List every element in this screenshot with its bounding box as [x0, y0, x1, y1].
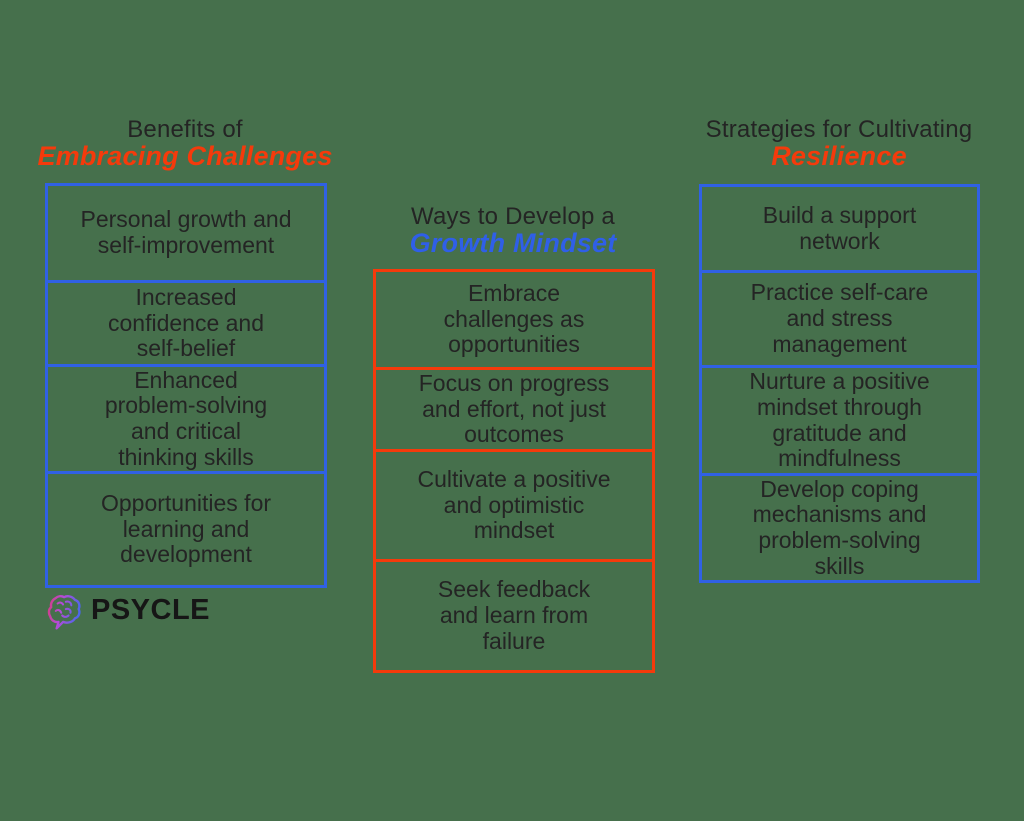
brain-speech-bubble-icon: [42, 588, 86, 632]
benefit-item: Enhanced problem-solving and critical th…: [48, 364, 324, 471]
middle-column-title: Ways to Develop a Growth Mindset: [353, 204, 673, 258]
growth-mindset-item: Focus on progress and effort, not just o…: [376, 367, 652, 449]
middle-title-line1: Ways to Develop a: [411, 203, 615, 230]
benefits-box: Personal growth and self-improvement Inc…: [45, 183, 327, 588]
growth-mindset-item: Seek feedback and learn from failure: [376, 559, 652, 670]
resilience-item: Practice self-care and stress management: [702, 270, 977, 365]
growth-mindset-box: Embrace challenges as opportunities Focu…: [373, 269, 655, 673]
benefit-item: Opportunities for learning and developme…: [48, 471, 324, 585]
resilience-box: Build a support network Practice self-ca…: [699, 184, 980, 583]
right-title-line1: Strategies for Cultivating: [705, 116, 973, 143]
left-title-line1: Benefits of: [127, 116, 243, 143]
benefit-item: Personal growth and self-improvement: [80, 206, 292, 258]
resilience-item: Build a support network: [762, 201, 917, 254]
benefit-item: Increased confidence and self-belief: [48, 280, 324, 364]
right-column-title: Strategies for Cultivating Resilience: [678, 117, 1000, 171]
growth-mindset-item: Embrace challenges as opportunities: [443, 279, 585, 358]
left-title-line2: Embracing Challenges: [37, 141, 333, 172]
resilience-item: Develop coping mechanisms and problem-so…: [702, 473, 977, 580]
middle-title-line2: Growth Mindset: [409, 228, 617, 259]
growth-mindset-item: Cultivate a positive and optimistic mind…: [376, 449, 652, 559]
right-title-line2: Resilience: [771, 141, 907, 172]
psycle-logo: PSYCLE: [42, 588, 210, 632]
logo-wordmark: PSYCLE: [91, 593, 211, 626]
left-column-title: Benefits of Embracing Challenges: [25, 117, 345, 171]
resilience-item: Nurture a positive mindset through grati…: [702, 365, 977, 473]
